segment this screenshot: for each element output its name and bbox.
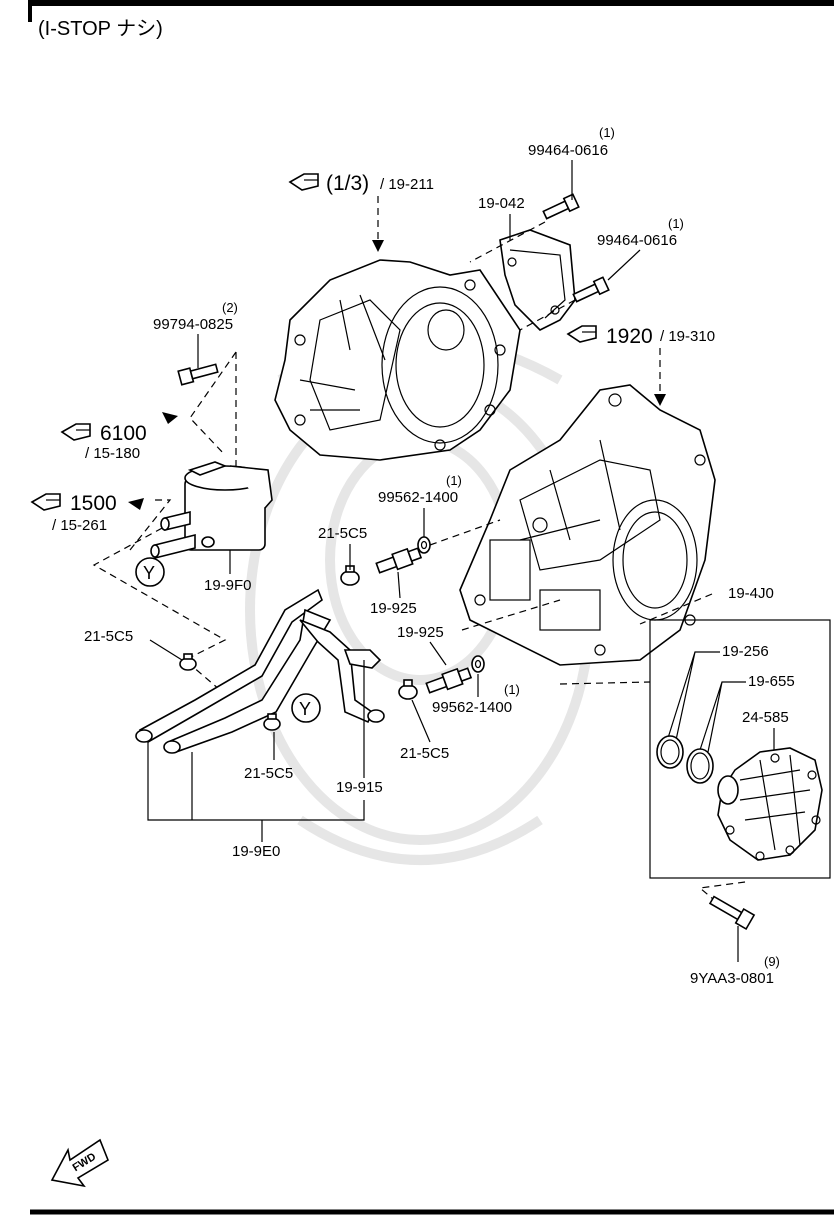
label-99464-0616-upper: 99464-0616 — [528, 142, 608, 159]
dash-kit-case — [559, 593, 713, 685]
washer-99562-1400-upper[interactable] — [417, 536, 431, 554]
marker-y-left: Y — [135, 557, 165, 587]
ref-pointer-3[interactable]: 6100 / 15-180 — [60, 422, 147, 462]
bolt-99464-0616-upper[interactable] — [542, 193, 580, 221]
page-title: (I-STOP ナシ) — [38, 18, 163, 40]
pointing-hand-icon — [60, 423, 91, 441]
marker-y-text: Y — [299, 699, 311, 719]
clamp-21-5c5-left[interactable] — [179, 653, 197, 671]
marker-y-text: Y — [143, 563, 155, 583]
ref-pointer-4[interactable]: 1500 / 15-261 — [30, 492, 117, 534]
pointing-hand-icon — [30, 493, 61, 511]
leader-19-256 — [667, 651, 720, 741]
dash-union-lower — [461, 599, 561, 631]
label-21-5c5-lower-right: 21-5C5 — [400, 745, 449, 762]
leader-99464-0616-lower — [607, 249, 641, 281]
bracket-19-9e0 — [147, 742, 365, 842]
bracket-19-042[interactable] — [499, 229, 576, 331]
end-cover-24-585[interactable] — [717, 747, 823, 861]
qty-99464-0616-upper: (1) — [599, 125, 615, 140]
ref-main: 6100 — [100, 422, 147, 445]
label-19-655: 19-655 — [748, 673, 795, 690]
label-19-915: 19-915 — [336, 779, 383, 796]
union-bolt-19-925-upper[interactable] — [375, 545, 423, 575]
qty-99794-0825: (2) — [222, 300, 238, 315]
label-99464-0616-lower: 99464-0616 — [597, 232, 677, 249]
seal-ring-19-256[interactable] — [656, 735, 684, 769]
seal-ring-19-655[interactable] — [686, 748, 714, 784]
ref-main: (1/3) — [326, 172, 369, 195]
leader-21-5c5-left — [149, 639, 183, 661]
bolt-99794-0825[interactable] — [177, 361, 219, 386]
label-99794-0825: 99794-0825 — [153, 316, 233, 333]
union-bolt-19-925-lower[interactable] — [425, 665, 473, 695]
dash-washer-upper — [429, 519, 501, 546]
ref-sub: / 15-180 — [85, 445, 140, 462]
ref-pointer-1[interactable]: (1/3) / 19-211 — [288, 172, 434, 195]
clamp-21-5c5-center[interactable] — [263, 713, 281, 731]
qty-9yaa3-0801: (9) — [764, 954, 780, 969]
label-19-925-upper: 19-925 — [370, 600, 417, 617]
forward-arrow-icon: FWD — [50, 1138, 109, 1188]
label-21-5c5-center: 21-5C5 — [244, 765, 293, 782]
bolt-99464-0616-lower[interactable] — [572, 276, 610, 304]
marker-y-center: Y — [291, 693, 321, 723]
leader-19-925-lower — [429, 641, 447, 666]
ref-sub: / 15-261 — [52, 517, 107, 534]
ref-main: 1500 — [70, 492, 117, 515]
ref-pointer-2[interactable]: 1920 / 19-310 — [566, 325, 715, 348]
dash-99464-0616-upper — [469, 221, 546, 263]
ref-main: 1920 — [606, 325, 653, 348]
transaxle-case-upper[interactable] — [274, 259, 521, 461]
hose-19-915[interactable] — [343, 649, 382, 669]
qty-99464-0616-lower: (1) — [668, 216, 684, 231]
qty-99562-1400-upper: (1) — [446, 473, 462, 488]
label-19-042: 19-042 — [478, 195, 525, 212]
washer-99562-1400-lower[interactable] — [471, 655, 485, 673]
arrow-ref-3 — [162, 412, 178, 424]
pointing-hand-icon — [566, 325, 597, 343]
oil-cooler-19-9f0[interactable] — [150, 461, 273, 560]
label-19-925-lower: 19-925 — [397, 624, 444, 641]
arrow-ref-2 — [654, 394, 666, 406]
ref-sub: / 19-211 — [380, 176, 434, 193]
kit-box-19-4j0 — [649, 619, 831, 879]
dash-99464-0616-lower — [519, 299, 576, 331]
label-19-9f0: 19-9F0 — [204, 577, 252, 594]
clamp-21-5c5-lower-right[interactable] — [398, 679, 418, 700]
label-24-585: 24-585 — [742, 709, 789, 726]
label-19-4j0: 19-4J0 — [728, 585, 774, 602]
arrow-ref-1 — [372, 240, 384, 252]
label-19-9e0: 19-9E0 — [232, 843, 280, 860]
leader-19-655 — [699, 681, 746, 753]
qty-99562-1400-lower: (1) — [504, 682, 520, 697]
transaxle-case-lower[interactable] — [459, 384, 716, 666]
label-21-5c5-upper: 21-5C5 — [318, 525, 367, 542]
pointing-hand-icon — [288, 173, 319, 191]
label-99562-1400-upper: 99562-1400 — [378, 489, 458, 506]
label-19-256: 19-256 — [722, 643, 769, 660]
leader-19-925-upper — [397, 571, 401, 599]
leader-21-5c5-lower-right — [411, 699, 431, 743]
bolt-9yaa3-0801[interactable] — [708, 893, 756, 931]
label-9yaa3-0801: 9YAA3-0801 — [690, 970, 774, 987]
label-99562-1400-lower: 99562-1400 — [432, 699, 512, 716]
ref-sub: / 19-310 — [660, 328, 715, 345]
arrow-ref-4 — [128, 498, 144, 510]
label-21-5c5-left: 21-5C5 — [84, 628, 133, 645]
hose-assembly-19-9e0[interactable] — [135, 588, 385, 754]
